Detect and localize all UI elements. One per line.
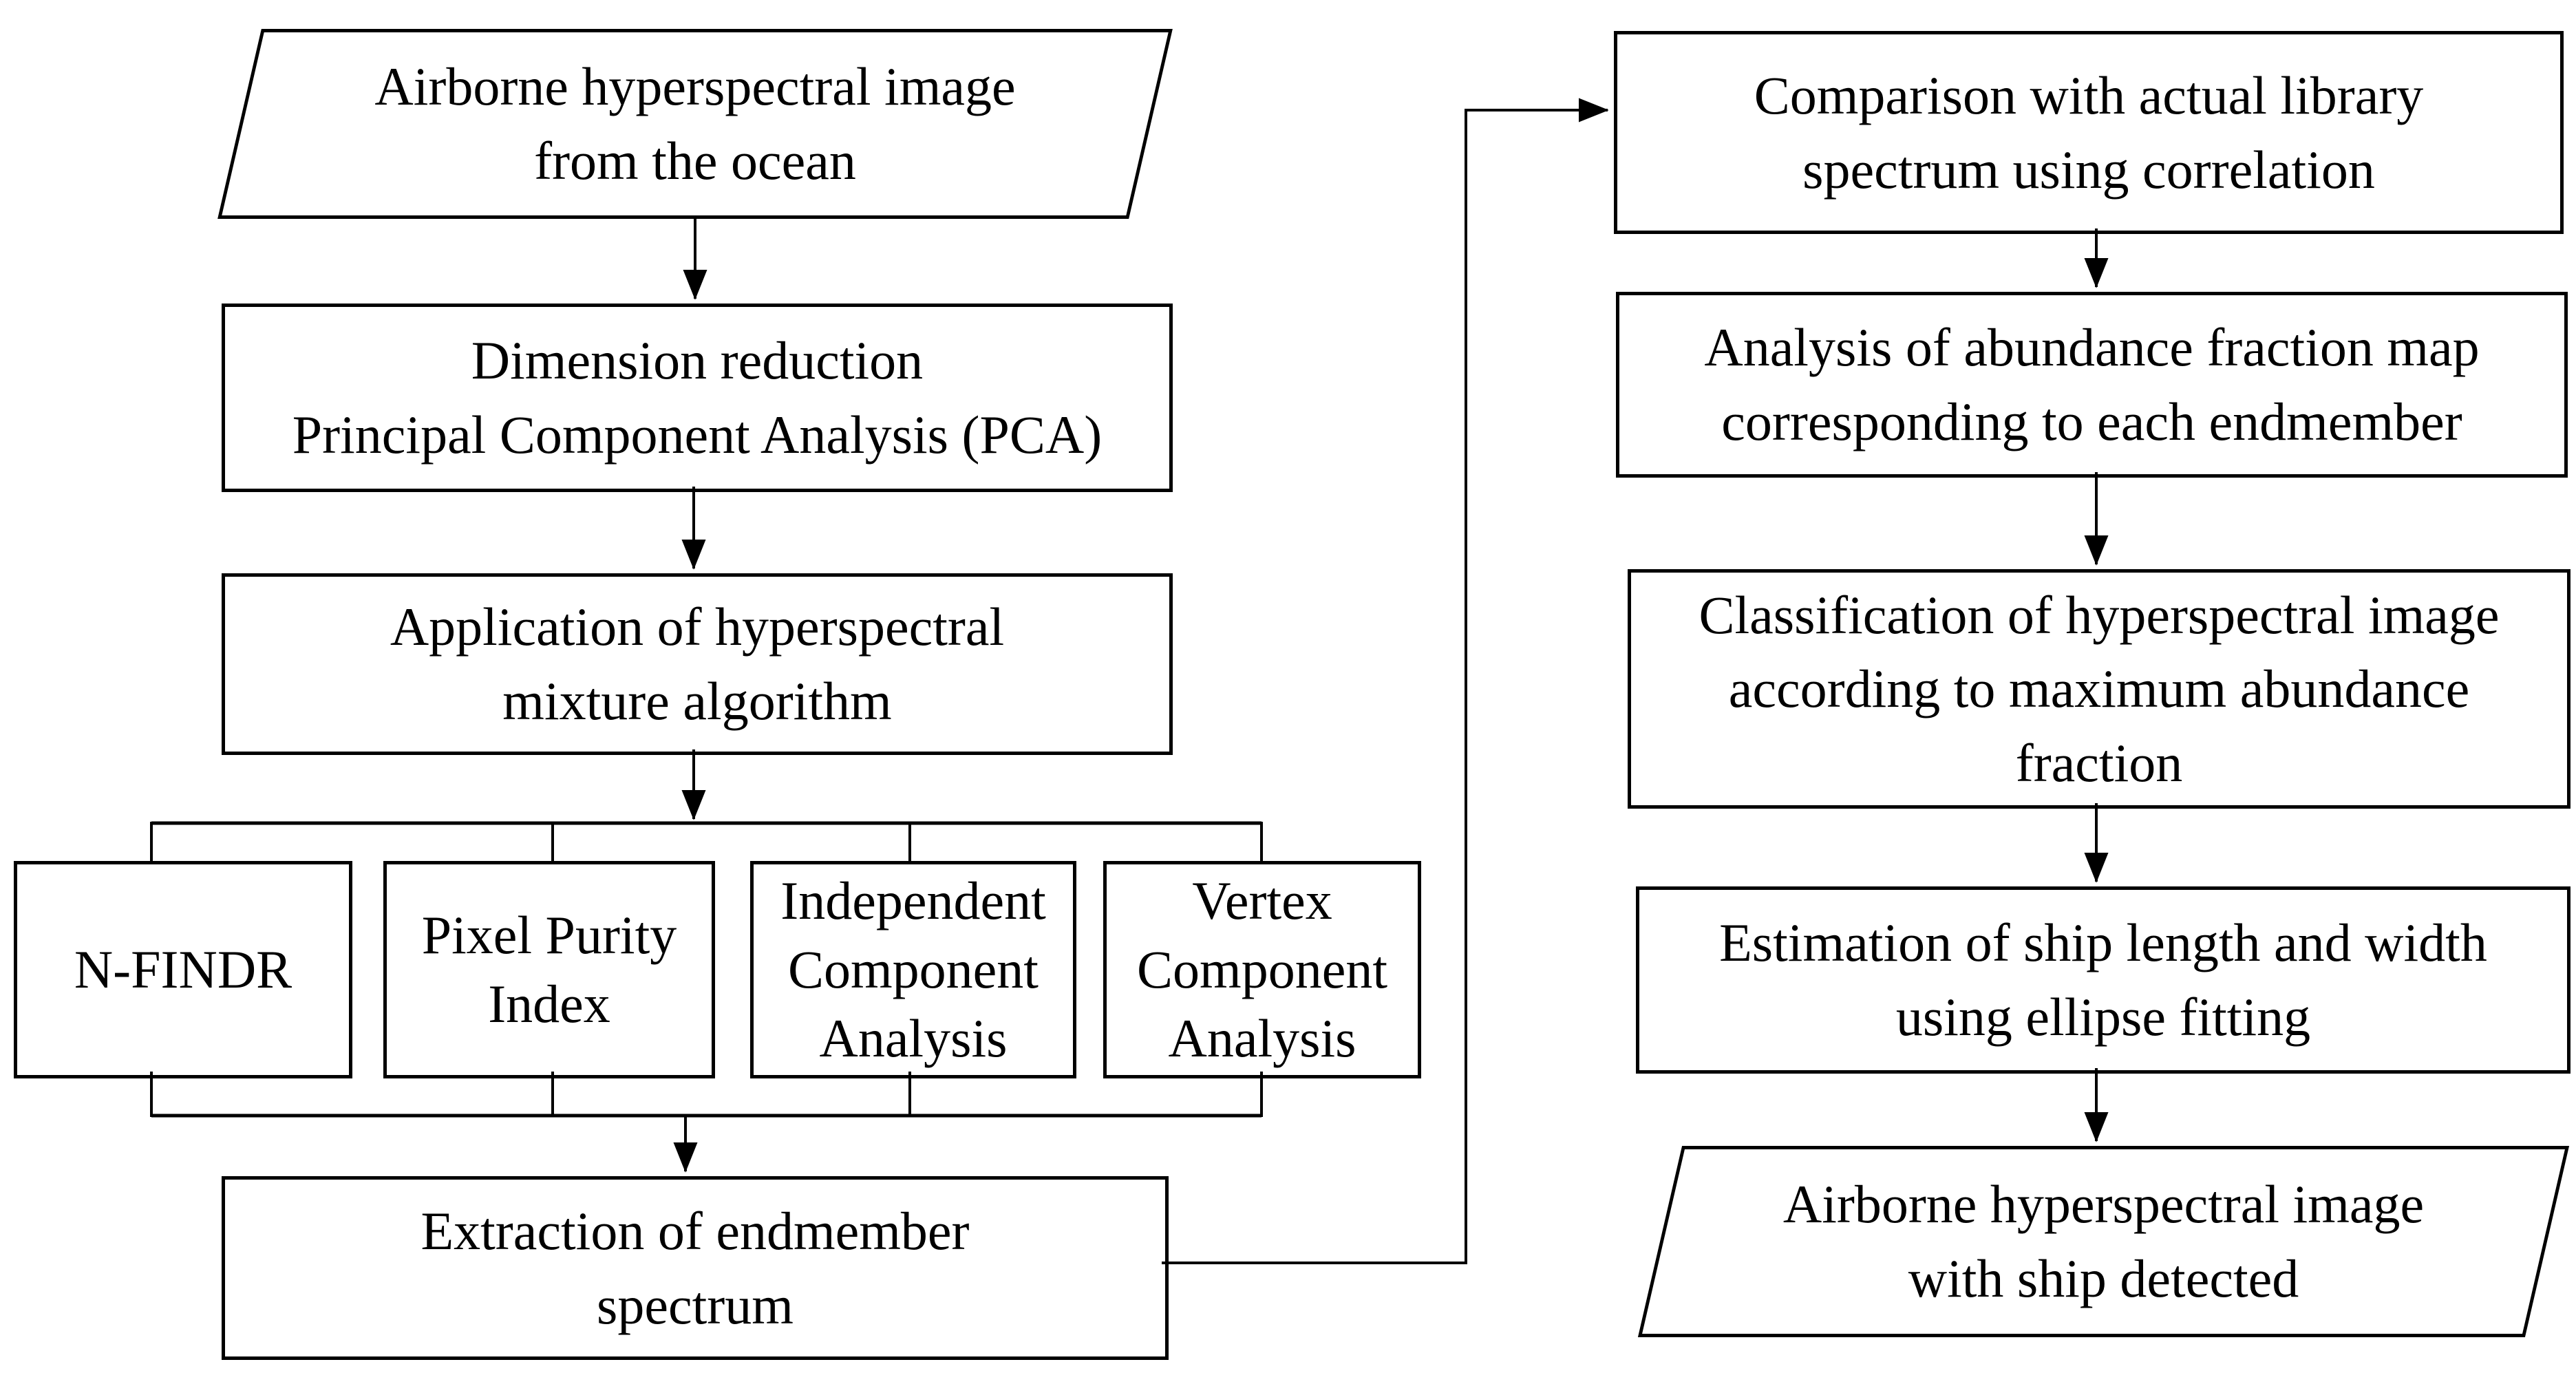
node-label: N-FINDR xyxy=(74,939,292,1000)
node-abundance-map: Analysis of abundance fraction map corre… xyxy=(1616,292,2568,478)
node-label: Pixel Purity Index xyxy=(421,905,677,1034)
node-independent-component-analysis: Independent Component Analysis xyxy=(750,861,1076,1078)
node-label: Application of hyperspectral mixture alg… xyxy=(390,597,1005,731)
node-classification: Classification of hyperspectral image ac… xyxy=(1628,569,2570,809)
node-label: Comparison with actual library spectrum … xyxy=(1754,65,2424,200)
node-label: Dimension reduction Principal Component … xyxy=(292,330,1103,465)
node-input-ocean: Airborne hyperspectral image from the oc… xyxy=(217,29,1173,219)
node-label: Independent Component Analysis xyxy=(780,871,1046,1068)
node-label: Extraction of endmember spectrum xyxy=(421,1200,970,1335)
node-output-ship: Airborne hyperspectral image with ship d… xyxy=(1637,1146,2570,1337)
edge-extraction-to-comparison-arrow xyxy=(1162,98,1609,1264)
node-comparison-library: Comparison with actual library spectrum … xyxy=(1614,31,2564,234)
node-mixture-algorithm: Application of hyperspectral mixture alg… xyxy=(222,573,1173,755)
node-pca: Dimension reduction Principal Component … xyxy=(222,304,1173,492)
node-ship-estimation: Estimation of ship length and width usin… xyxy=(1636,886,2570,1074)
node-label: Vertex Component Analysis xyxy=(1137,871,1387,1068)
node-label: Analysis of abundance fraction map corre… xyxy=(1704,317,2480,451)
node-vertex-component-analysis: Vertex Component Analysis xyxy=(1103,861,1421,1078)
node-label: Estimation of ship length and width usin… xyxy=(1719,913,2487,1047)
node-nfindr: N-FINDR xyxy=(14,861,352,1078)
node-pixel-purity-index: Pixel Purity Index xyxy=(383,861,715,1078)
node-label: Airborne hyperspectral image with ship d… xyxy=(1782,1174,2425,1308)
node-label: Classification of hyperspectral image ac… xyxy=(1699,584,2500,793)
node-extraction-endmember: Extraction of endmember spectrum xyxy=(222,1176,1169,1360)
node-label: Airborne hyperspectral image from the oc… xyxy=(374,56,1016,191)
